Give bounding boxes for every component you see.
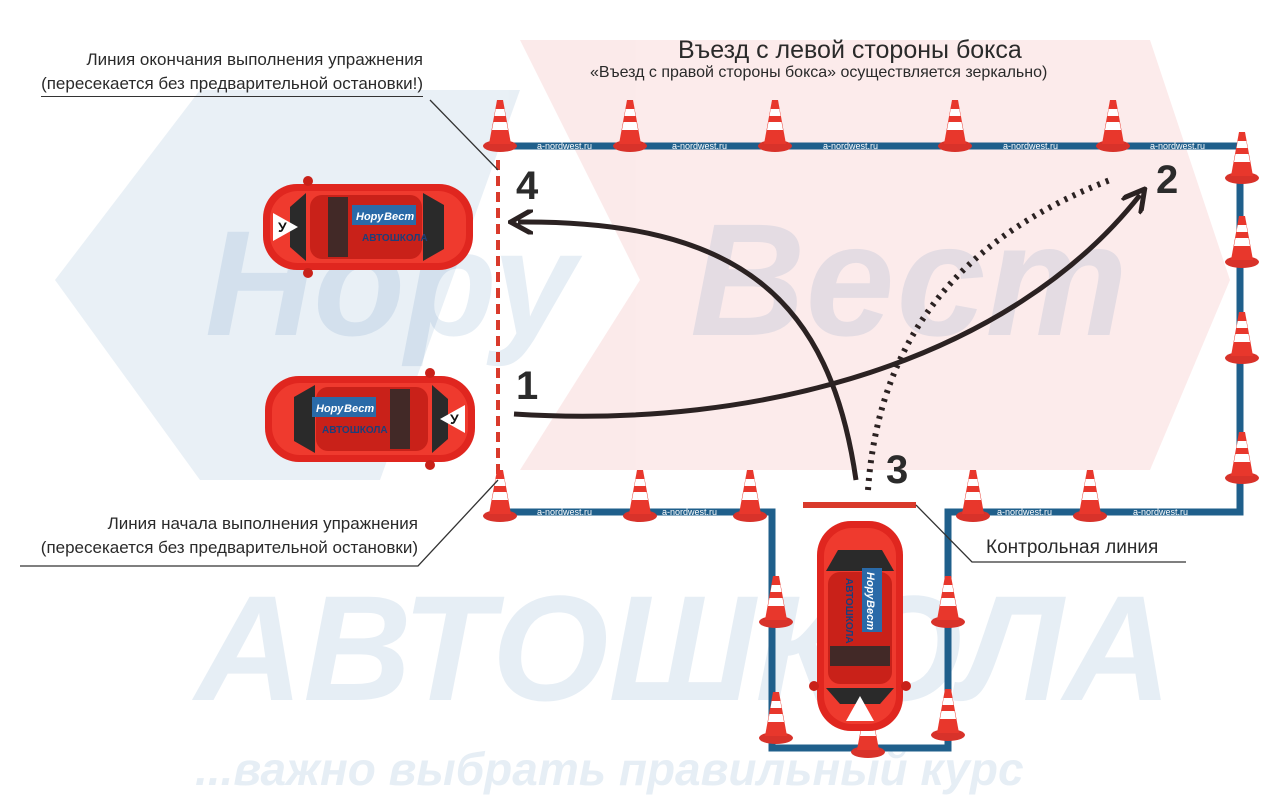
marker-2: 2: [1156, 158, 1179, 202]
marker-4: 4: [516, 164, 539, 208]
course-boundary: [498, 142, 1244, 752]
car-logo-word1: Нору: [864, 572, 876, 600]
cone-icon: [623, 470, 657, 522]
tape-label: a-nordwest.ru: [537, 141, 592, 151]
car-icon: Нору Вест АВТОШКОЛА: [809, 521, 911, 731]
car-logo-school: АВТОШКОЛА: [322, 425, 388, 436]
car-icon: У Нору Вест АВТОШКОЛА: [263, 176, 473, 278]
car-logo-school: АВТОШКОЛА: [362, 233, 428, 244]
tape-label: a-nordwest.ru: [672, 141, 727, 151]
car-logo-school: АВТОШКОЛА: [843, 578, 854, 644]
path-3-to-4: [518, 222, 859, 481]
page-title: Въезд с левой стороны бокса: [678, 36, 1022, 64]
callout-start-line-2: (пересекается без предварительной остано…: [40, 538, 418, 557]
marker-1: 1: [516, 364, 539, 408]
car-logo-word1: Нору: [356, 211, 384, 223]
cone-icon: [483, 470, 517, 522]
cone-icon: [1225, 216, 1259, 268]
tape-label: a-nordwest.ru: [823, 141, 878, 151]
tape-labels: a-nordwest.ru a-nordwest.ru a-nordwest.r…: [537, 141, 1205, 517]
car-icon: У Нору Вест АВТОШКОЛА: [265, 368, 475, 470]
watermark-slogan: ...важно выбрать правильный курс: [195, 743, 1024, 795]
callout-end-line-2: (пересекается без предварительной остано…: [41, 72, 423, 97]
page-subtitle: «Въезд с правой стороны бокса» осуществл…: [590, 64, 1048, 81]
cone-icon: [1225, 432, 1259, 484]
car-logo-word2: Вест: [384, 211, 414, 223]
car-sign: У: [450, 411, 459, 427]
cone-icon: [1225, 312, 1259, 364]
cone-icon: [956, 470, 990, 522]
tape-label: a-nordwest.ru: [1003, 141, 1058, 151]
callout-start-line-1: Линия начала выполнения упражнения: [107, 514, 418, 533]
car-logo-word2: Вест: [864, 600, 876, 630]
callout-control-line: Контрольная линия: [986, 537, 1159, 558]
marker-3: 3: [886, 448, 909, 492]
tape-label: a-nordwest.ru: [662, 507, 717, 517]
tape-label: a-nordwest.ru: [537, 507, 592, 517]
car-sign: У: [278, 219, 287, 235]
tape-label: a-nordwest.ru: [1150, 141, 1205, 151]
tape-label: a-nordwest.ru: [997, 507, 1052, 517]
watermark-school: АВТОШКОЛА: [191, 564, 1172, 732]
callout-end-line: Линия окончания выполнения упражнения (п…: [41, 48, 423, 97]
tape-label: a-nordwest.ru: [1133, 507, 1188, 517]
cone-icon: [1073, 470, 1107, 522]
callout-leaders: [20, 99, 1186, 567]
cone-icon: [733, 470, 767, 522]
callout-start-line: Линия начала выполнения упражнения (пере…: [41, 512, 418, 560]
car-logo-word2: Вест: [344, 403, 374, 415]
car-logo-word1: Нору: [316, 403, 344, 415]
cone-icon: [1225, 132, 1259, 184]
path-3-to-2-dotted: [865, 177, 1112, 491]
path-1-to-2: [513, 195, 1140, 419]
callout-end-line-1: Линия окончания выполнения упражнения: [86, 50, 423, 69]
